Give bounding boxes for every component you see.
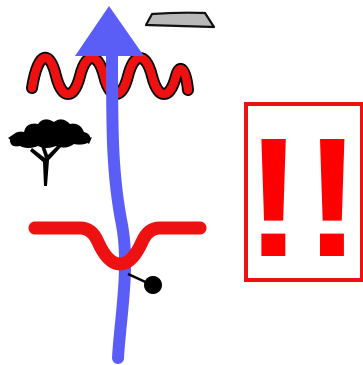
warning-box: !! [245, 103, 362, 293]
double-exclamation-icon: !! [245, 103, 362, 293]
marker-dot-icon [128, 274, 162, 294]
acacia-tree-icon [8, 119, 92, 186]
warning-text: !! [245, 103, 362, 293]
plateau-icon [146, 13, 214, 27]
